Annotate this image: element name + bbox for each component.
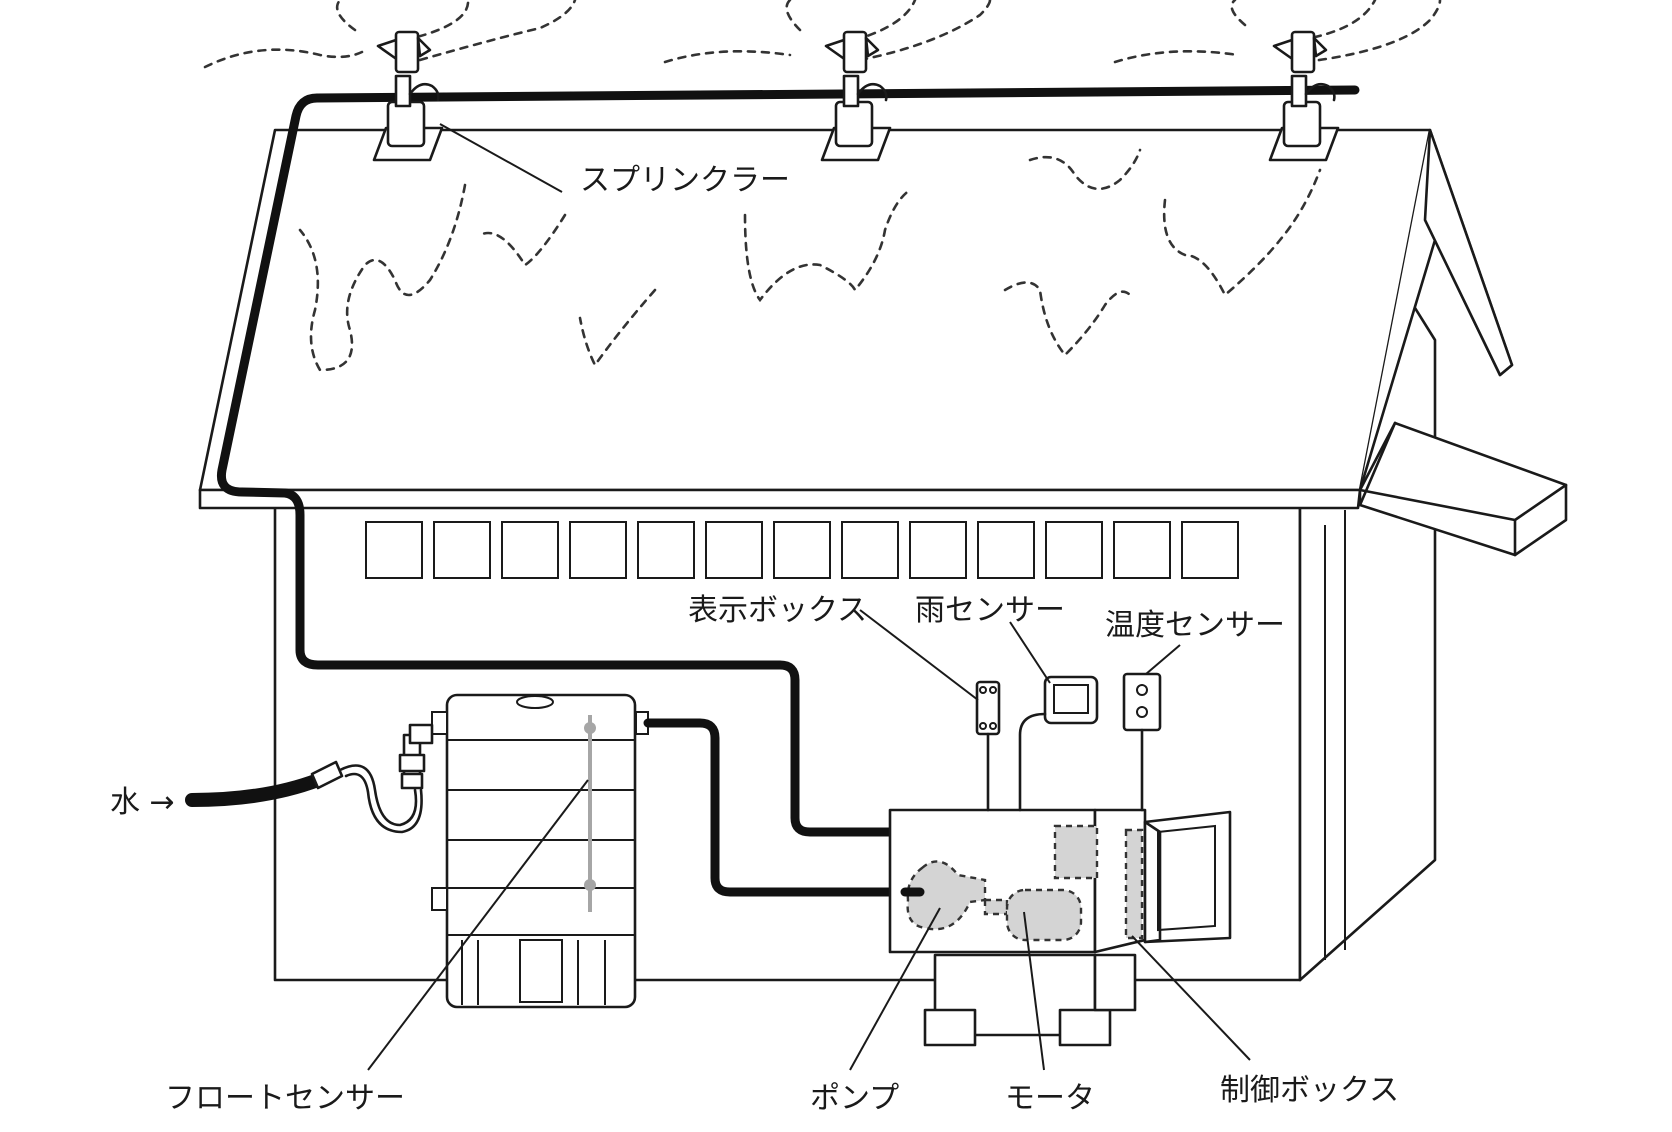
label-rain-sensor: 雨センサー (915, 593, 1065, 628)
inlet-connector-hose (344, 772, 423, 834)
roof-front-edge (198, 488, 1362, 510)
sprinkler-head-3 (1268, 30, 1340, 162)
inlet-fitting (310, 760, 344, 790)
float-sensor-rod (584, 715, 596, 912)
rain-sensor-device (1018, 675, 1099, 812)
label-display-box: 表示ボックス (688, 593, 867, 628)
water-inlet-hose (185, 773, 325, 807)
tank-outlet-pipe (643, 718, 910, 897)
sprinkler-head-2 (820, 30, 892, 162)
sprinkler-head-1 (372, 30, 444, 162)
water-spray-dashes (203, 0, 1442, 69)
display-box-device (975, 680, 1001, 812)
supply-pipe (216, 85, 1360, 853)
control-board-ghost (1053, 824, 1144, 940)
water-tank (431, 693, 649, 1009)
temperature-sensor-device (1122, 672, 1162, 812)
roof (198, 128, 1432, 492)
leader-lines (367, 123, 1251, 1071)
inlet-connector-hose (338, 764, 418, 827)
label-pump: ポンプ (810, 1081, 899, 1116)
label-sprinkler: スプリンクラー (580, 163, 790, 198)
motor-ghost (1005, 888, 1083, 942)
roof-spray-dashes (298, 148, 1322, 372)
roof-gable-underside (1423, 128, 1514, 377)
label-water: 水 → (110, 785, 175, 820)
label-float-sensor: フロートセンサー (165, 1081, 405, 1116)
label-control-box: 制御ボックス (1220, 1073, 1399, 1108)
canopy-edge (1358, 488, 1517, 522)
label-motor: モータ (1005, 1081, 1095, 1116)
label-temperature-sensor: 温度センサー (1105, 608, 1285, 643)
windows (365, 521, 1239, 579)
inlet-valve (398, 723, 434, 790)
